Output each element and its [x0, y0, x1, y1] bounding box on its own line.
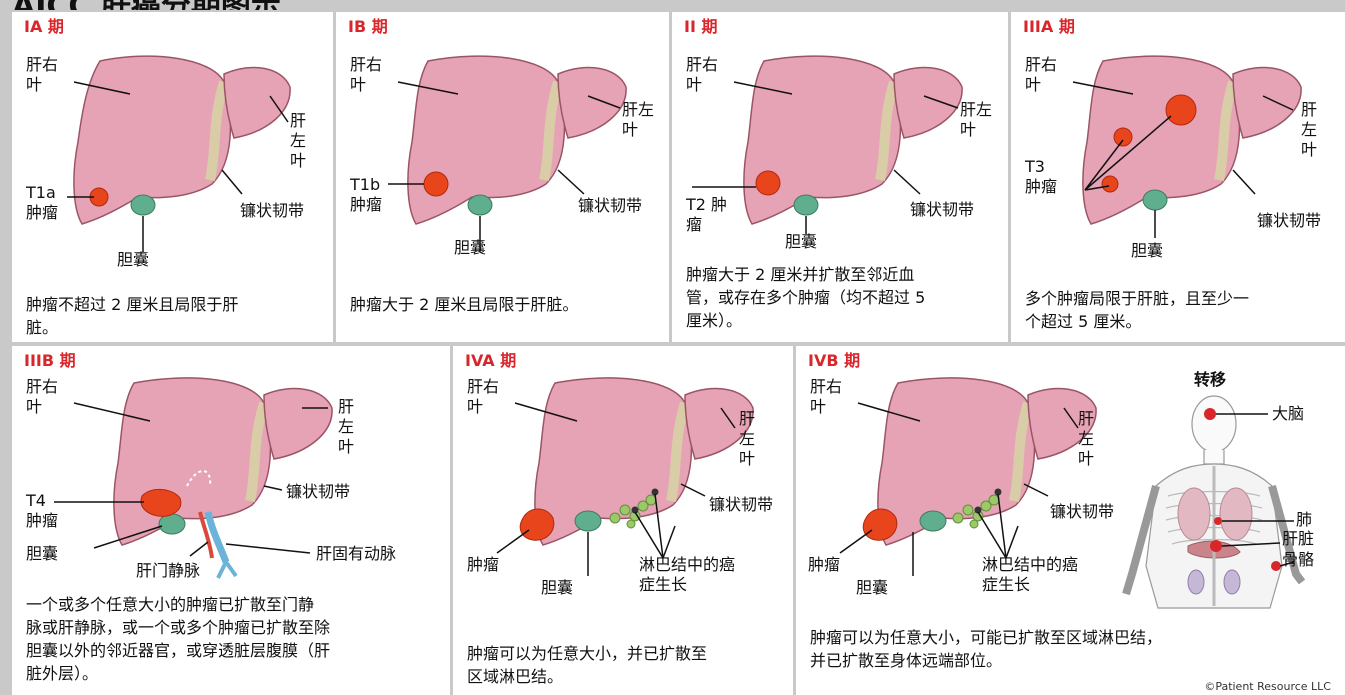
portal-vein-label: 肝门静脉: [136, 561, 200, 581]
stage-description: 肿瘤大于 2 厘米并扩散至邻近血 管，或存在多个肿瘤（均不超过 5 厘米）。: [686, 263, 1002, 332]
title-strip: AJCC 肝癌分期图示: [0, 0, 1345, 10]
panel-stage-ivb: IVB 期 肝右 叶 肝 左 叶 镰状韧带 肿瘤 胆囊 淋巴结中的癌 症生长 转…: [796, 346, 1345, 695]
stage-label: IVB 期: [808, 347, 860, 371]
ligament-label: 镰状韧带: [578, 196, 642, 216]
tumor-label: T3 肿瘤: [1025, 157, 1057, 197]
ligament-label: 镰状韧带: [910, 200, 974, 220]
ligament-label: 镰状韧带: [1050, 502, 1114, 522]
right-lobe-label: 肝右 叶: [26, 377, 58, 417]
panel-stage-ii: II 期 肝右 叶 肝左 叶 T2 肿 瘤 镰状韧带 胆囊 肿瘤大于 2 厘米并…: [672, 12, 1008, 342]
panel-stage-ia: IA 期 肝右 叶 肝 左 叶 T1a 肿瘤 镰状韧带 胆囊 肿瘤不超过 2 厘…: [12, 12, 333, 342]
stage-label: IIIB 期: [24, 347, 76, 371]
right-lobe-label: 肝右 叶: [1025, 55, 1057, 95]
copyright: ©Patient Resource LLC: [1204, 680, 1331, 693]
body-figure: [1126, 396, 1302, 608]
gallbladder-label: 胆囊: [785, 232, 817, 252]
lymph-node-label: 淋巴结中的癌 症生长: [982, 555, 1078, 595]
gallbladder-label: 胆囊: [454, 238, 486, 258]
gallbladder-label: 胆囊: [26, 544, 58, 564]
lymph-node-label: 淋巴结中的癌 症生长: [639, 555, 735, 595]
stage-description: 多个肿瘤局限于肝脏，且至少一 个超过 5 厘米。: [1025, 287, 1335, 333]
gallbladder-label: 胆囊: [856, 578, 888, 598]
ligament-label: 镰状韧带: [240, 201, 304, 221]
stage-description: 肿瘤可以为任意大小，并已扩散至 区域淋巴结。: [467, 642, 783, 688]
gallbladder-label: 胆囊: [541, 578, 573, 598]
panel-stage-ib: IB 期 肝右 叶 肝左 叶 T1b 肿瘤 镰状韧带 胆囊 肿瘤大于 2 厘米且…: [336, 12, 669, 342]
right-lobe-label: 肝右 叶: [350, 55, 382, 95]
brain-label: 大脑: [1272, 404, 1304, 424]
metastasis-title: 转移: [1194, 370, 1226, 390]
stage-label: IB 期: [348, 13, 388, 37]
right-lobe-label: 肝右 叶: [467, 377, 499, 417]
left-lobe-label: 肝 左 叶: [1078, 409, 1094, 469]
panel-stage-iiia: IIIA 期 肝右 叶 肝 左 叶 T3 肿瘤 镰状韧带 胆囊 多个肿瘤局限于肝…: [1011, 12, 1345, 342]
tumor-label: T1b 肿瘤: [350, 175, 382, 215]
stage-label: IIIA 期: [1023, 13, 1075, 37]
stage-description: 肿瘤大于 2 厘米且局限于肝脏。: [350, 293, 660, 316]
left-lobe-label: 肝 左 叶: [739, 409, 755, 469]
right-lobe-label: 肝右 叶: [810, 377, 842, 417]
left-lobe-label: 肝 左 叶: [338, 397, 354, 457]
tumor-label: 肿瘤: [808, 555, 840, 575]
bone-label: 骨骼: [1282, 550, 1314, 570]
stage-description: 肿瘤可以为任意大小，可能已扩散至区域淋巴结， 并已扩散至身体远端部位。: [810, 626, 1250, 672]
panel-stage-iiib: IIIB 期 肝右 叶 肝 左 叶 T4 肿瘤 镰状韧带 胆囊 肝门静脉 肝固有…: [12, 346, 450, 695]
stage-label: IVA 期: [465, 347, 516, 371]
tumor-label: 肿瘤: [467, 555, 499, 575]
hepatic-artery-label: 肝固有动脉: [316, 544, 396, 564]
gallbladder-label: 胆囊: [1131, 241, 1163, 261]
lung-label: 肺: [1296, 510, 1312, 530]
stage-label: IA 期: [24, 13, 64, 37]
left-lobe-label: 肝左 叶: [622, 100, 654, 140]
right-lobe-label: 肝右 叶: [26, 55, 58, 95]
stage-label: II 期: [684, 13, 717, 37]
ligament-label: 镰状韧带: [286, 482, 350, 502]
left-lobe-label: 肝 左 叶: [290, 111, 306, 171]
page-title: AJCC 肝癌分期图示: [12, 0, 281, 10]
ligament-label: 镰状韧带: [1257, 211, 1321, 231]
stage-description: 肿瘤不超过 2 厘米且局限于肝 脏。: [26, 293, 326, 339]
right-lobe-label: 肝右 叶: [686, 55, 718, 95]
left-lobe-label: 肝 左 叶: [1301, 100, 1317, 160]
panel-stage-iva: IVA 期 肝右 叶 肝 左 叶 镰状韧带 肿瘤 胆囊 淋巴结中的癌 症生长 肿…: [453, 346, 793, 695]
ligament-label: 镰状韧带: [709, 495, 773, 515]
stage-description: 一个或多个任意大小的肿瘤已扩散至门静 脉或肝静脉，或一个或多个肿瘤已扩散至除 胆…: [26, 593, 444, 685]
liver-label: 肝脏: [1282, 529, 1314, 549]
tumor-label: T1a 肿瘤: [26, 183, 58, 223]
tumor-label: T2 肿 瘤: [686, 195, 727, 235]
gallbladder-label: 胆囊: [117, 250, 149, 270]
tumor-label: T4 肿瘤: [26, 491, 58, 531]
left-lobe-label: 肝左 叶: [960, 100, 992, 140]
